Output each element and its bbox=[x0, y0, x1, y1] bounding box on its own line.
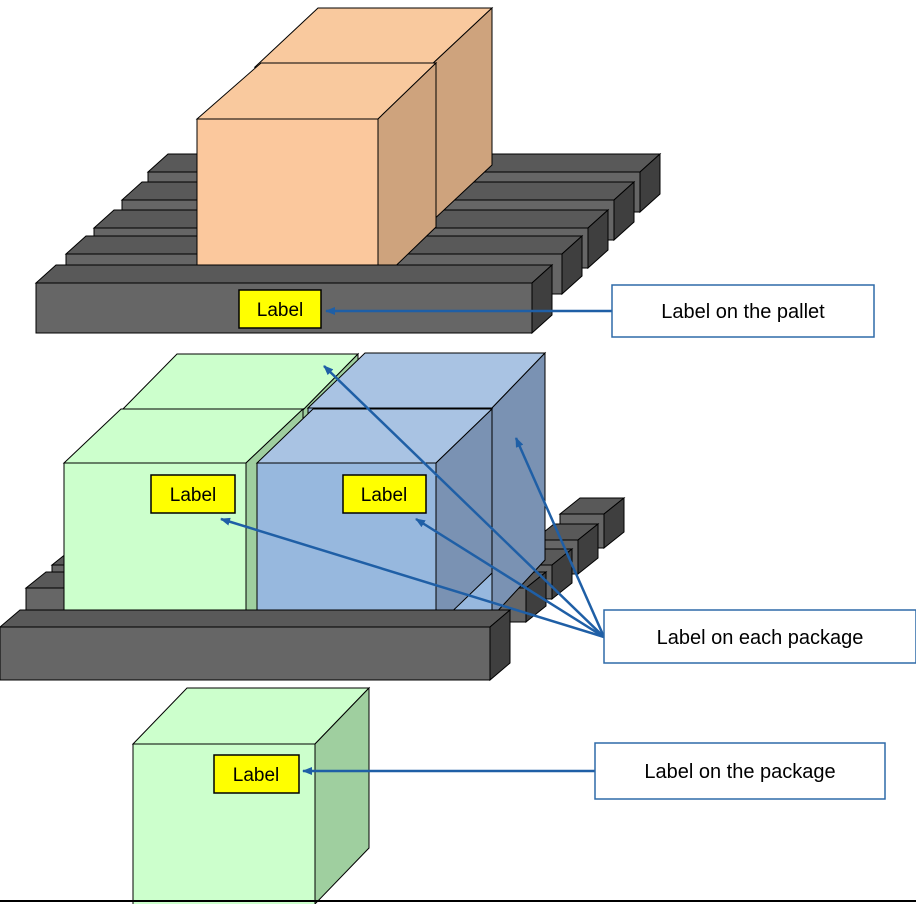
pallet-scene: Label bbox=[34, 6, 662, 335]
callout-pallet-text: Label on the pallet bbox=[661, 301, 825, 323]
blue-box-front bbox=[255, 407, 494, 629]
callout-each-package-text: Label on each package bbox=[657, 627, 864, 649]
package-pallet-scene: Label Label bbox=[0, 351, 626, 682]
pallet-label-tag: Label bbox=[238, 289, 322, 329]
callout-each-package: Label on each package bbox=[603, 609, 916, 664]
single-package-scene: Label bbox=[131, 686, 371, 904]
single-package-label-text: Label bbox=[233, 765, 280, 786]
green-package-label-tag: Label bbox=[150, 474, 236, 514]
blue-package-label-tag: Label bbox=[342, 474, 427, 514]
callout-pallet: Label on the pallet bbox=[611, 284, 875, 338]
orange-box-front bbox=[195, 61, 438, 285]
arrow-package-green-front bbox=[220, 517, 605, 639]
pallet2-slat-front bbox=[0, 608, 512, 682]
arrow-package-green-back bbox=[323, 365, 605, 638]
arrow-package-blue-front bbox=[415, 517, 605, 639]
pallet-label-text: Label bbox=[257, 300, 304, 321]
green-package-label-text: Label bbox=[170, 485, 217, 506]
callout-package-text: Label on the package bbox=[644, 761, 835, 783]
arrows bbox=[220, 307, 612, 775]
arrow-package-blue-back bbox=[514, 437, 606, 638]
single-package-label-tag: Label bbox=[213, 754, 300, 794]
green-box-single bbox=[131, 686, 371, 904]
blue-package-label-text: Label bbox=[361, 485, 408, 506]
callout-package: Label on the package bbox=[594, 742, 886, 800]
